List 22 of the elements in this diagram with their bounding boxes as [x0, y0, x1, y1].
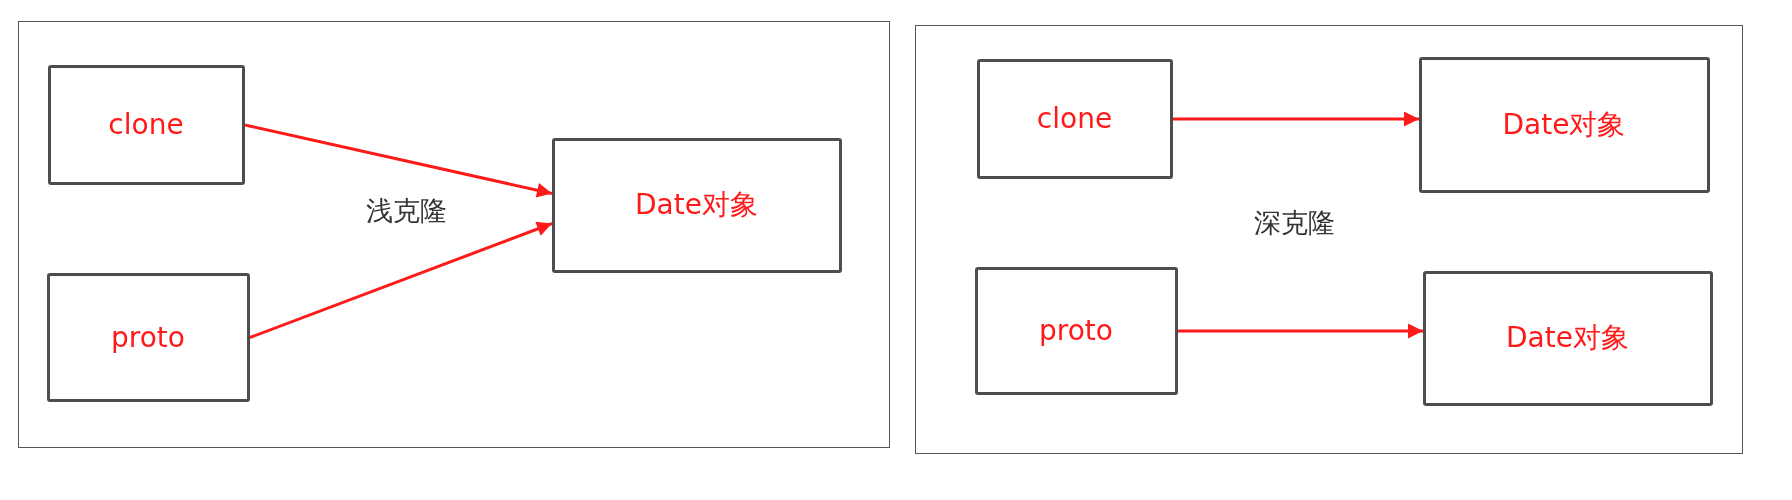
diagram-label: 深克隆	[1253, 206, 1335, 240]
box-label: Date对象	[635, 187, 758, 223]
object-box	[1422, 270, 1713, 406]
arrow	[1178, 323, 1423, 339]
arrow	[249, 221, 553, 339]
diagram-label: 浅克隆	[365, 194, 447, 228]
object-box	[1418, 56, 1710, 193]
object-box	[974, 266, 1178, 395]
box-label: proto	[1039, 314, 1113, 347]
panel-frame	[915, 25, 1743, 454]
object-box	[46, 272, 250, 402]
box-label: proto	[111, 320, 185, 354]
box-label: clone	[1036, 102, 1113, 135]
object-box	[551, 137, 842, 273]
box-label: Date对象	[1502, 106, 1626, 143]
box-label: clone	[108, 108, 184, 141]
panel-frame	[18, 21, 890, 448]
box-label: Date对象	[1506, 320, 1629, 356]
arrow	[1173, 111, 1419, 127]
object-box	[47, 64, 245, 185]
object-box	[976, 58, 1173, 179]
arrow	[244, 123, 553, 198]
